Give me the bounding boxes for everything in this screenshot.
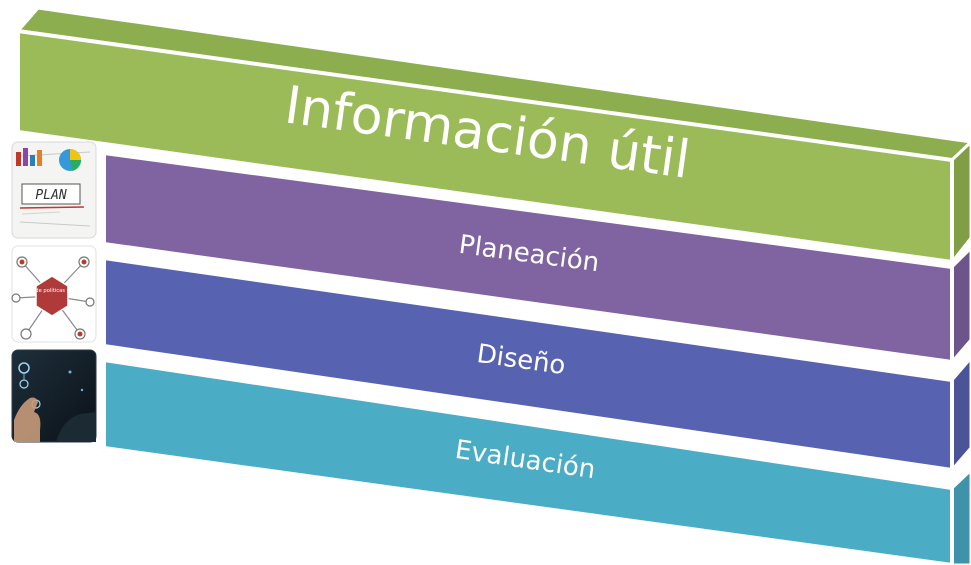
layer-diseno: Diseño	[102, 256, 971, 472]
layer-planeacion: Planeación	[102, 151, 971, 364]
plan-sketch-icon: PLAN	[11, 141, 97, 239]
layer-evaluacion: Evaluación	[102, 358, 971, 565]
layer-front-informacion-util	[16, 29, 954, 264]
policy-text: Diseño de políticas públicas	[16, 287, 89, 294]
touch-screen-icon	[11, 349, 97, 443]
layer-informacion-util: Información útil	[16, 6, 971, 264]
public-policy-network-icon: Diseño de políticas públicas	[11, 245, 97, 343]
plan-text: PLAN	[35, 188, 66, 203]
